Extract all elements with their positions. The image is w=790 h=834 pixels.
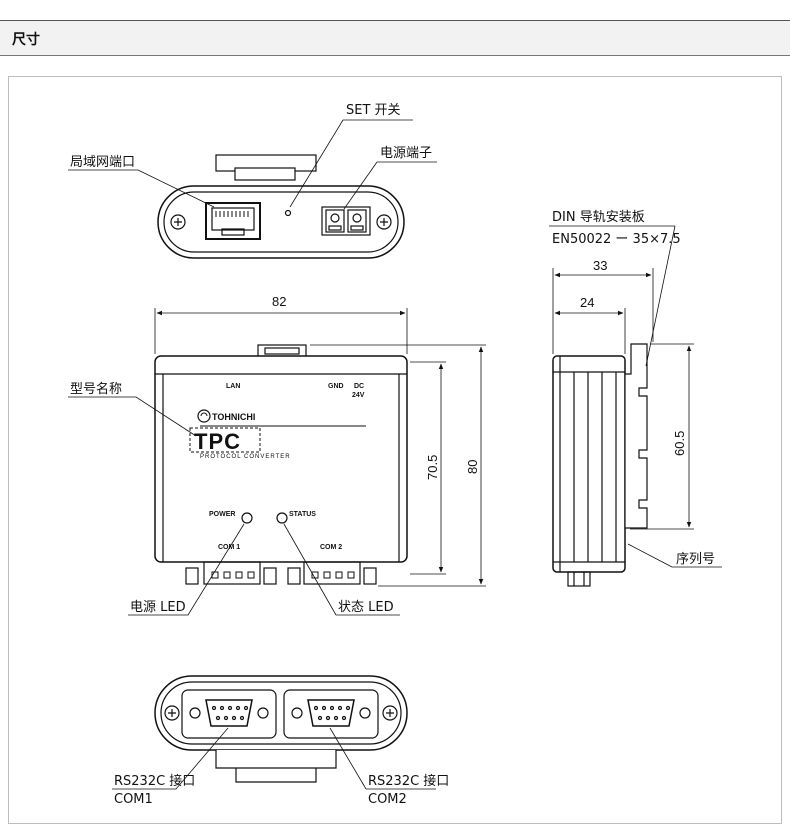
label-power-led: 电源 LED	[130, 600, 186, 615]
set-switch-icon	[284, 209, 292, 217]
model-print: TPC	[194, 429, 241, 454]
front-dimensions	[154, 308, 486, 587]
label-lan-port: 局域网端口	[70, 155, 135, 170]
dim-width: 82	[272, 294, 286, 309]
side-view	[552, 343, 648, 587]
section-title: 尺寸	[12, 32, 40, 48]
label-rs232c-com1: RS232C 接口	[114, 773, 195, 789]
dim-height-inner: 70.5	[425, 455, 440, 480]
power-led-icon	[241, 512, 253, 524]
drawing-frame	[8, 76, 782, 824]
label-set-switch: SET 开关	[346, 103, 401, 118]
top-view	[157, 154, 405, 259]
dim-height-outer: 80	[465, 460, 480, 474]
dim-depth-total: 33	[593, 258, 607, 273]
com2-db9-icon	[283, 689, 379, 739]
label-din-rail-2: EN50022 ー 35×7.5	[552, 232, 681, 247]
label-power-terminal: 电源端子	[380, 146, 432, 161]
label-status-led: 状态 LED	[338, 600, 394, 615]
label-com2: COM2	[368, 792, 407, 807]
label-serial-no: 序列号	[676, 552, 715, 567]
side-dimensions	[552, 268, 694, 530]
front-view	[154, 344, 408, 585]
dim-depth-body: 24	[580, 295, 594, 310]
tohnichi-logo-icon	[197, 409, 211, 423]
label-com1: COM1	[114, 792, 153, 807]
power-print: POWER	[209, 511, 235, 518]
dc-print: DC	[354, 383, 364, 390]
lan-port-icon	[205, 202, 261, 240]
leader-lines	[68, 119, 722, 790]
status-led-icon	[276, 512, 288, 524]
com1-db9-icon	[181, 689, 277, 739]
label-rs232c-com2: RS232C 接口	[368, 773, 449, 789]
24v-print: 24V	[352, 392, 365, 399]
bottom-view	[154, 675, 408, 783]
brand-print: TOHNICHI	[212, 412, 255, 422]
label-model-name: 型号名称	[70, 381, 122, 397]
dim-rail-height: 60.5	[672, 431, 687, 456]
label-din-rail-1: DIN 导轨安装板	[552, 210, 645, 225]
com2-print: COM 2	[320, 544, 342, 551]
lan-print: LAN	[226, 383, 240, 390]
gnd-print: GND	[328, 383, 344, 390]
power-terminal-icon	[321, 206, 371, 236]
section-header: 尺寸	[0, 20, 790, 56]
status-print: STATUS	[289, 511, 316, 518]
subtitle-print: PROTOCOL CONVERTER	[200, 454, 291, 460]
